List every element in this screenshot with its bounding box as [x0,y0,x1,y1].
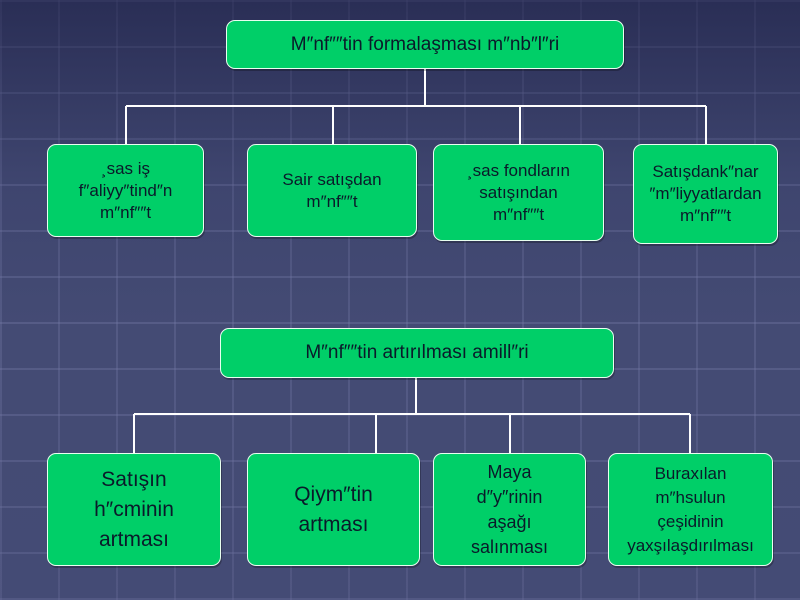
diagram1-root-label: M″nf″″tin formalaşması m″nb″l″ri [290,33,560,55]
diagram2-child-box-3: Maya d″y″rinin aşağı salınması [433,453,586,566]
diagram2-child-box-2: Qiym″tin artması [247,453,420,566]
diagram1-child-box-2: Sair satışdan m″nf″″t [247,144,417,237]
diagram1-child-box-3: ¸sas fondların satışından m″nf″″t [433,144,604,241]
diagram1-child-box-1: ¸sas iş f″aliyy″tind″n m″nf″″t [47,144,204,237]
diagram2-child-label-3: Maya d″y″rinin aşağı salınması [470,461,549,557]
diagram2-root-label: M″nf″″tin artırılması amill″ri [305,342,529,363]
diagram2-child-label-2: Qiym″tin artması [294,482,373,536]
diagram2-child-label-4: Buraxılan m″hsulun çeşidinin yaxşılaşdır… [627,463,754,555]
diagram1-child-label-4: Satışdank″nar ″m″liyyatlardan m″nf″″t [649,162,762,225]
diagram1-child-box-4: Satışdank″nar ″m″liyyatlardan m″nf″″t [633,144,778,244]
diagram2-child-box-1: Satışın h″cminin artması [47,453,221,566]
diagram2-child-box-4: Buraxılan m″hsulun çeşidinin yaxşılaşdır… [608,453,773,566]
diagram2-root-box: M″nf″″tin artırılması amill″ri [220,328,614,378]
diagram1-child-label-3: ¸sas fondların satışından m″nf″″t [467,160,570,224]
diagram1-child-label-2: Sair satışdan m″nf″″t [282,169,382,211]
diagram1-child-label-1: ¸sas iş f″aliyy″tind″n m″nf″″t [78,158,173,222]
diagram1-root-box: M″nf″″tin formalaşması m″nb″l″ri [226,20,624,69]
diagram2-child-label-1: Satışın h″cminin artması [94,467,174,551]
